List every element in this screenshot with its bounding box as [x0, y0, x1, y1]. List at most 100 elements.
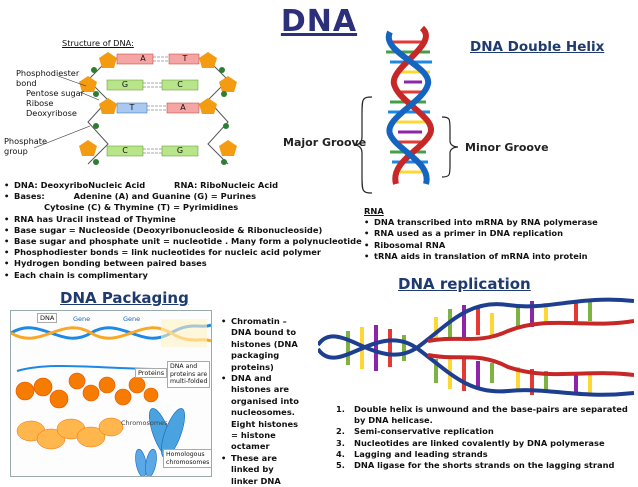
structure-caption: Structure of DNA: — [62, 38, 134, 48]
rna-item: DNA transcribed into mRNA by RNA polymer… — [364, 217, 636, 228]
fig-label-gene: Gene — [123, 315, 141, 323]
line: proteins) — [231, 361, 274, 372]
line: linked by — [231, 464, 274, 475]
left-backbone — [87, 59, 109, 165]
step-text: Nucleotides are linked covalently by DNA… — [354, 437, 605, 448]
base-letter: G — [176, 146, 184, 155]
fact-item: Phosphodiester bonds = link nucleotides … — [4, 247, 364, 258]
replication-figure — [318, 295, 634, 399]
line: = histone — [231, 430, 276, 441]
line: histones are — [231, 384, 290, 395]
rna-item: Ribosomal RNA — [364, 240, 636, 251]
rna-block: RNA DNA transcribed into mRNA by RNA pol… — [364, 206, 636, 262]
parent-strand-1 — [318, 297, 634, 357]
fiber-coil — [16, 417, 124, 450]
packaging-heading: DNA Packaging — [60, 289, 189, 307]
base-box — [161, 79, 199, 91]
rna-item: RNA used as a primer in DNA replication — [364, 228, 636, 239]
right-backbone — [207, 59, 229, 165]
label-phosphate: Phosphate — [4, 136, 48, 146]
packaging-item: Chromatin – DNA bound to histones (DNA p… — [221, 316, 313, 373]
line: octamer — [231, 441, 270, 452]
line: histones (DNA — [231, 338, 298, 349]
fig-label-gene: Gene — [73, 315, 91, 323]
fig-label-line: proteins are — [170, 370, 208, 378]
sugar-pentagon — [99, 52, 117, 68]
base-box — [116, 102, 148, 114]
step-number: 2. — [336, 426, 345, 437]
structure-diagram — [33, 52, 237, 165]
parent-strand-2 — [318, 338, 634, 397]
packaging-item: These are linked by linker DNA — [221, 453, 313, 487]
step-item: 1.Double helix is unwound and the base-p… — [336, 404, 636, 426]
step-item: 3. Nucleotides are linked covalently by D… — [336, 438, 636, 449]
line: packaging — [231, 350, 280, 361]
base-letter: A — [140, 54, 146, 63]
step-text: DNA ligase for the shorts strands on the… — [354, 460, 615, 471]
base-box — [166, 102, 200, 114]
fact-item: Each chain is complimentary — [4, 270, 364, 281]
line: nucleosomes. — [231, 407, 295, 418]
fig-label-line: Homologous — [166, 451, 205, 458]
line: linker DNA — [231, 475, 281, 486]
step-text: Semi-conservative replication — [354, 426, 494, 437]
step-item: 2. Semi-conservative replication — [336, 426, 636, 437]
line: Eight histones — [231, 418, 299, 429]
base-letter: C — [177, 80, 183, 89]
fig-label-chromosomes: Chromosomes — [121, 419, 168, 427]
major-groove-label: Major Groove — [283, 136, 367, 149]
line: DNA and — [231, 373, 272, 384]
base-box — [116, 53, 154, 65]
sugar-pentagon — [199, 52, 217, 68]
replication-rungs — [346, 301, 592, 395]
label-deoxyribose: Deoxyribose — [26, 108, 77, 118]
base-box — [168, 53, 200, 65]
fact-item: DNA: DeoxyriboNucleic Acid RNA: RiboNucl… — [4, 180, 364, 191]
label-pentose: Pentose sugar — [26, 88, 85, 98]
replication-illustration — [318, 297, 634, 397]
fig-label-dna: DNA — [37, 313, 58, 323]
rna-item: tRNA aids in translation of mRNA into pr… — [364, 251, 636, 262]
fact-subline: Cytosine (C) & Thymine (T) = Pyrimidines — [44, 202, 239, 213]
homologous-chromosomes — [135, 448, 157, 476]
line: organised into — [231, 395, 299, 406]
fact-item: Base sugar = Nucleoside (Deoxyribonucleo… — [4, 225, 364, 236]
fact-item: RNA has Uracil instead of Thymine — [4, 214, 364, 225]
line: These are — [231, 452, 277, 463]
fig-label-homologous: Homologous chromosomes — [163, 449, 211, 468]
label-bond: bond — [16, 78, 37, 88]
step-text: by DNA helicase. — [354, 415, 433, 426]
fact-item: Base sugar and phosphate unit = nucleoti… — [4, 236, 364, 247]
label-ribose: Ribose — [26, 98, 54, 108]
fact-item: Hydrogen bonding between paired bases — [4, 258, 364, 269]
step-number: 4. — [336, 448, 345, 459]
base-letter: T — [129, 103, 135, 112]
row-4 — [79, 140, 237, 157]
phosphate-dots — [91, 67, 229, 165]
rna-list: DNA transcribed into mRNA by RNA polymer… — [364, 217, 636, 262]
groove-brackets — [353, 96, 459, 194]
step-number: 3. — [336, 437, 345, 448]
label-group: group — [4, 146, 28, 156]
new-strand-2 — [427, 353, 634, 377]
step-item: 4.Lagging and leading strands — [336, 449, 636, 460]
double-helix-figure — [385, 25, 434, 185]
base-letter: A — [180, 103, 186, 112]
fig-label-line: chromosomes — [166, 458, 210, 466]
replication-heading: DNA replication — [398, 275, 531, 293]
line: Chromatin – — [231, 316, 287, 326]
row-3 — [99, 98, 217, 114]
fig-label-proteins: Proteins — [135, 368, 168, 378]
base-box — [106, 145, 144, 157]
rna-heading: RNA — [364, 206, 384, 216]
replication-steps: 1.Double helix is unwound and the base-p… — [336, 404, 636, 471]
base-letter: G — [121, 80, 129, 89]
nucleosome-coil — [15, 372, 159, 409]
helix-strand-blue — [385, 30, 432, 185]
fact-item: Bases: Adenine (A) and Guanine (G) = Pur… — [4, 191, 364, 213]
page-title: DNA — [280, 4, 358, 39]
line: DNA bound to — [231, 327, 297, 338]
dna-structure-figure: Structure of DNA: — [0, 30, 240, 175]
packaging-bullets: Chromatin – DNA bound to histones (DNA p… — [221, 316, 313, 487]
helix-heading: DNA Double Helix — [470, 39, 605, 55]
